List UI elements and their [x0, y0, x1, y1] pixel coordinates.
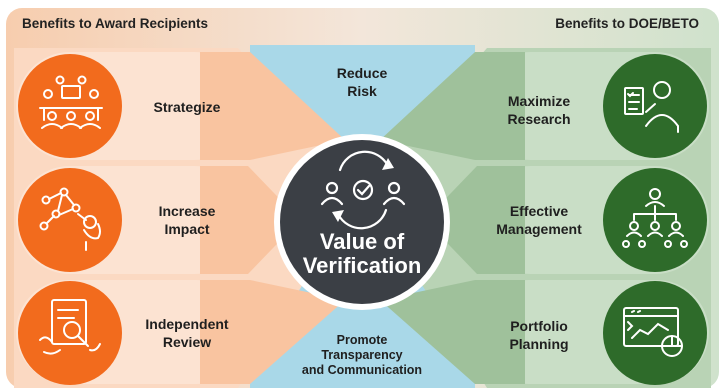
- right-icon-circle-1: [603, 54, 707, 158]
- center-circle: [280, 140, 444, 304]
- center-title: Value of Verification: [302, 229, 422, 278]
- left-row-2: [16, 166, 300, 274]
- left-item-label-3: Independent Review: [145, 316, 229, 350]
- left-icon-circle-3: [18, 281, 122, 385]
- researcher-checklist-icon: [624, 81, 679, 133]
- header-award-recipients: Benefits to Award Recipients: [22, 16, 209, 31]
- right-item-label-3: Portfolio Planning: [509, 318, 569, 352]
- right-item-label-1: Maximize Research: [507, 93, 571, 127]
- right-item-label-2: Effective Management: [496, 203, 582, 237]
- reduce-risk-label: Reduce Risk: [336, 65, 388, 99]
- left-row-1: [16, 52, 345, 160]
- left-row-3: [16, 280, 345, 385]
- analytics-dashboard-icon: [623, 307, 683, 357]
- team-meeting-icon: [39, 75, 103, 129]
- left-icon-circle-2: [18, 168, 122, 272]
- right-icon-circle-3: [603, 281, 707, 385]
- header-doe-beto: Benefits to DOE/BETO: [555, 16, 699, 31]
- left-icon-circle-1: [18, 54, 122, 158]
- right-row-1: [380, 52, 709, 160]
- left-item-label-2: Increase Impact: [158, 203, 216, 237]
- promote-transparency-label: Promote Transparency and Communication: [301, 333, 423, 377]
- verification-cycle-icon: [320, 150, 406, 230]
- network-pointer-icon: [39, 187, 101, 251]
- document-magnifier-icon: [39, 299, 101, 355]
- org-chart-icon: [622, 188, 688, 248]
- left-item-label-1: Strategize: [153, 99, 221, 115]
